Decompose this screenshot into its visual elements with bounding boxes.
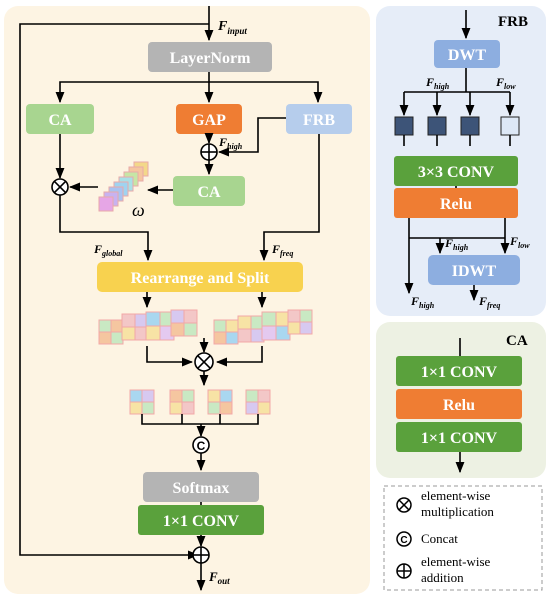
gap-text: GAP — [192, 112, 226, 129]
fglobal-label: Fglobal — [93, 242, 123, 258]
legend-mult-line1: element-wise — [421, 488, 491, 503]
ca-left-text: CA — [48, 112, 72, 129]
conv1x1-main-text: 1×1 CONV — [163, 513, 240, 530]
ca-relu-text: Relu — [443, 397, 475, 414]
legend-multiply-icon — [396, 497, 412, 513]
rearrange-split-box — [97, 262, 303, 292]
conv3x3-text: 3×3 CONV — [418, 164, 495, 181]
idwt-text: IDWT — [452, 263, 497, 280]
global-patches — [98, 309, 198, 345]
ca-conv-b-box — [396, 422, 522, 452]
ca-panel-title: CA — [506, 333, 528, 349]
omega-label: ω — [132, 200, 145, 220]
concat-op-icon: C — [192, 436, 210, 454]
layernorm-box — [148, 42, 272, 72]
layernorm-text: LayerNorm — [170, 50, 252, 67]
conv1x1-main-box — [138, 505, 264, 535]
svg-text:C: C — [400, 535, 407, 546]
frb-flow-label: Flow — [495, 75, 516, 91]
legend-add-line2: addition — [421, 570, 464, 585]
legend-concat-text: Concat — [421, 531, 458, 546]
dwt-box — [434, 40, 500, 68]
ca-mid-box — [173, 176, 245, 206]
ca-conv-a-text: 1×1 CONV — [421, 364, 498, 381]
legend-add-icon — [396, 563, 412, 579]
frb-flow2-label: Flow — [509, 234, 530, 250]
gap-box — [176, 104, 242, 134]
multiply-op-center-icon — [194, 352, 214, 372]
rearrange-split-text: Rearrange and Split — [131, 270, 270, 287]
fout-label: Fout — [208, 569, 230, 586]
frb-relu-box — [394, 188, 518, 218]
frb-out-high-label: Fhigh — [410, 294, 435, 310]
svg-text:C: C — [197, 439, 206, 453]
ffreq-label: Ffreq — [271, 242, 293, 258]
addition-output-icon — [192, 546, 210, 564]
frb-relu-text: Relu — [440, 196, 472, 213]
fhigh-main-label: Fhigh — [218, 135, 243, 151]
dwt-text: DWT — [448, 47, 487, 64]
omega-weights-stack — [98, 161, 149, 212]
legend-concat-icon: C — [396, 531, 412, 547]
multiply-op-left-icon — [51, 178, 69, 196]
attention-patches — [129, 389, 271, 415]
ca-left-box — [26, 104, 94, 134]
addition-op-icon — [200, 143, 218, 161]
ca-relu-box — [396, 389, 522, 419]
legend-add-line1: element-wise — [421, 554, 491, 569]
ca-conv-b-text: 1×1 CONV — [421, 430, 498, 447]
legend-mult-line2: multiplication — [421, 504, 494, 519]
ca-conv-a-box — [396, 356, 522, 386]
dwt-subbands — [394, 116, 520, 136]
frb-text: FRB — [303, 112, 335, 129]
idwt-box — [428, 255, 520, 285]
input-label: Finput — [217, 19, 247, 36]
frb-out-freq-label: Ffreq — [478, 294, 500, 310]
main-panel — [4, 6, 370, 594]
ca-mid-text: CA — [197, 184, 221, 201]
frb-box — [286, 104, 352, 134]
softmax-text: Softmax — [173, 480, 230, 497]
softmax-box — [143, 472, 259, 502]
frb-fhigh-label: Fhigh — [425, 75, 450, 91]
conv3x3-box — [394, 156, 518, 186]
frb-fhigh2-label: Fhigh — [444, 236, 469, 252]
freq-patches — [213, 309, 313, 345]
frb-panel-title: FRB — [498, 14, 528, 30]
